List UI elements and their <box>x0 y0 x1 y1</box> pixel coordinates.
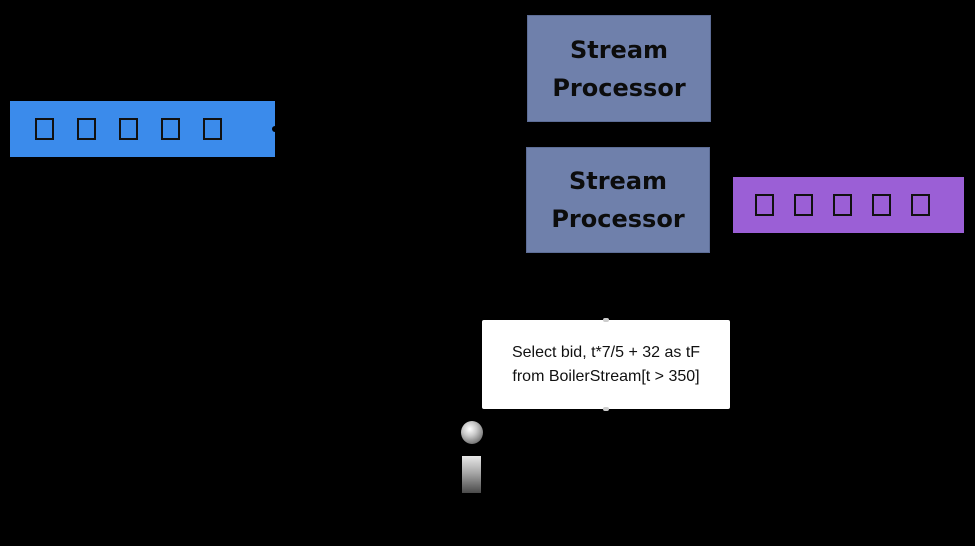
processor-label-line1: Stream <box>568 167 668 195</box>
query-line-2: from BoilerStream[t > 350] <box>512 367 700 385</box>
output-event-cell <box>911 194 930 216</box>
output-event-cell <box>833 194 852 216</box>
person-head <box>461 421 483 444</box>
query-box-top-handle <box>603 318 609 322</box>
processor-label-line2: Processor <box>551 205 685 233</box>
query-line-1: Select bid, t*7/5 + 32 as tF <box>511 343 701 361</box>
input-event-cell <box>161 118 180 140</box>
stream-processor-1: Stream Processor <box>527 15 711 122</box>
input-event-cell <box>35 118 54 140</box>
output-stream <box>733 177 964 233</box>
input-stream-connector <box>272 126 278 132</box>
stream-processor-2: Stream Processor <box>526 147 710 253</box>
query-box: Select bid, t*7/5 + 32 as tF from Boiler… <box>482 320 730 409</box>
input-event-cell <box>119 118 138 140</box>
input-event-cell <box>203 118 222 140</box>
processor-label-line1: Stream <box>569 35 669 64</box>
output-event-cell <box>794 194 813 216</box>
query-box-bottom-handle <box>603 407 609 411</box>
processor-label-line2: Processor <box>552 73 686 102</box>
person-icon <box>458 420 486 494</box>
output-event-cell <box>755 194 774 216</box>
output-event-cell <box>872 194 891 216</box>
input-event-cell <box>77 118 96 140</box>
input-stream <box>10 101 275 157</box>
person-body <box>462 456 481 493</box>
